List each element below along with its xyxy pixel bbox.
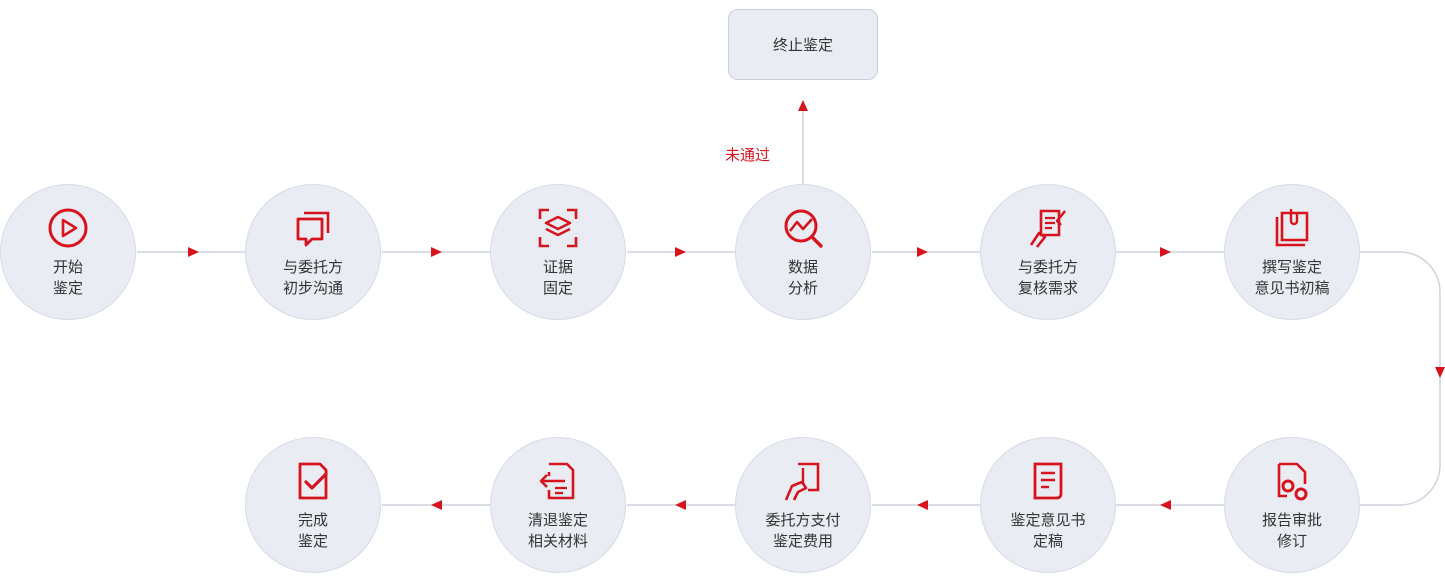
step-label-line-2: 初步沟通 — [282, 279, 343, 297]
terminate-appraisal-box[interactable]: 终止鉴定 — [728, 9, 878, 80]
step-label: 报告审批 修订 — [1262, 510, 1322, 552]
step-label-line-1: 开始 — [52, 258, 83, 276]
play-circle-icon — [48, 208, 88, 248]
arrow-9-10 — [675, 500, 686, 510]
step-evidence-fixation[interactable]: 证据 固定 — [490, 184, 626, 320]
step-label: 撰写鉴定 意见书初稿 — [1254, 257, 1329, 299]
document-list-icon — [1033, 462, 1063, 500]
chat-bubbles-icon — [296, 211, 330, 247]
step-label-line-2: 相关材料 — [527, 532, 588, 550]
step-label-line-1: 清退鉴定 — [527, 511, 588, 529]
step-initial-communication[interactable]: 与委托方 初步沟通 — [245, 184, 381, 320]
step-label-line-1: 报告审批 — [1261, 511, 1322, 529]
step-label-line-2: 固定 — [542, 279, 573, 297]
step-return-materials[interactable]: 清退鉴定 相关材料 — [490, 437, 626, 573]
step-label-line-1: 证据 — [542, 258, 573, 276]
step-label-line-1: 与委托方 — [282, 258, 343, 276]
step-report-approval[interactable]: 报告审批 修订 — [1224, 437, 1360, 573]
step-label: 委托方支付 鉴定费用 — [765, 510, 840, 552]
arrow-8-9 — [917, 500, 928, 510]
arrow-1-2 — [188, 247, 199, 257]
document-gears-icon — [1277, 462, 1308, 501]
step-finalize-opinion[interactable]: 鉴定意见书 定稿 — [980, 437, 1116, 573]
step-label-line-2: 意见书初稿 — [1254, 279, 1330, 297]
step-draft-opinion[interactable]: 撰写鉴定 意见书初稿 — [1224, 184, 1360, 320]
step-label-line-2: 鉴定 — [52, 279, 83, 297]
step-label: 与委托方 复核需求 — [1018, 257, 1078, 299]
step-label: 鉴定意见书 定稿 — [1010, 510, 1085, 552]
arrow-4-5 — [917, 247, 928, 257]
document-check-icon — [298, 462, 328, 500]
step-label: 数据 分析 — [788, 257, 818, 299]
step-label: 证据 固定 — [543, 257, 573, 299]
step-label-line-2: 定稿 — [1032, 532, 1063, 550]
arrow-7-8 — [1160, 500, 1171, 510]
arrow-5-6 — [1160, 247, 1171, 257]
step-label: 开始 鉴定 — [53, 257, 83, 299]
scan-layers-icon — [538, 208, 578, 248]
arrow-10-11 — [431, 500, 442, 510]
step-label: 与委托方 初步沟通 — [283, 257, 343, 299]
arrow-2-3 — [431, 247, 442, 257]
fail-branch-label: 未通过 — [725, 146, 771, 164]
step-label-line-2: 鉴定 — [297, 532, 328, 550]
step-label-line-2: 复核需求 — [1017, 279, 1078, 297]
arrow-3-4 — [675, 247, 686, 257]
step-label-line-2: 修订 — [1276, 532, 1307, 550]
step-label-line-1: 完成 — [297, 511, 328, 529]
step-data-analysis[interactable]: 数据 分析 — [735, 184, 871, 320]
chart-search-icon — [784, 209, 823, 248]
step-pay-fees[interactable]: 委托方支付 鉴定费用 — [735, 437, 871, 573]
connector-6-7 — [1360, 251, 1441, 506]
arrow-6-7 — [1435, 367, 1445, 378]
step-review-requirements[interactable]: 与委托方 复核需求 — [980, 184, 1116, 320]
step-label: 清退鉴定 相关材料 — [528, 510, 588, 552]
step-start-appraisal[interactable]: 开始 鉴定 — [0, 184, 136, 320]
arrow-fail-branch — [798, 100, 808, 111]
step-label-line-1: 与委托方 — [1017, 258, 1078, 276]
document-return-icon — [539, 462, 575, 500]
terminate-appraisal-label: 终止鉴定 — [772, 36, 833, 54]
step-label-line-2: 分析 — [787, 279, 818, 297]
step-complete-appraisal[interactable]: 完成 鉴定 — [245, 437, 381, 573]
hand-payment-icon — [784, 462, 820, 501]
handshake-document-icon — [1029, 209, 1067, 248]
step-label: 完成 鉴定 — [298, 510, 328, 552]
step-label-line-1: 撰写鉴定 — [1261, 258, 1322, 276]
step-label-line-1: 鉴定意见书 — [1010, 511, 1086, 529]
step-label-line-1: 委托方支付 — [765, 511, 841, 529]
step-label-line-2: 鉴定费用 — [772, 532, 833, 550]
clipboard-write-icon — [1275, 209, 1309, 247]
step-label-line-1: 数据 — [787, 258, 818, 276]
